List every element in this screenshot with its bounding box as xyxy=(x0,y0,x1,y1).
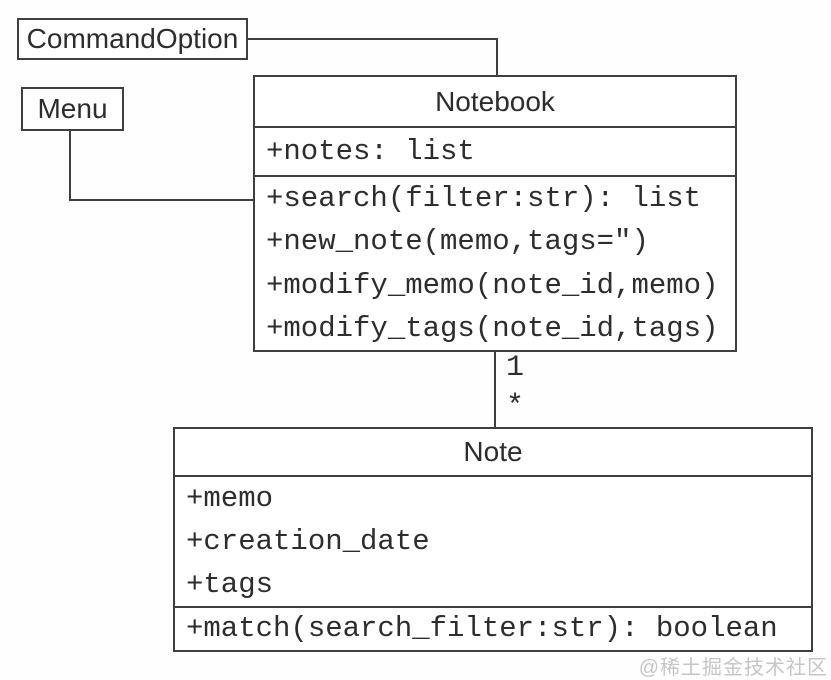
class-name-menu: Menu xyxy=(37,93,108,124)
class-header-note: Note xyxy=(175,429,811,477)
note-method: +match(search_filter:str): boolean xyxy=(186,611,778,645)
connector-menu-notebook-horizontal xyxy=(69,199,255,201)
multiplicity-label-one: 1 xyxy=(506,351,525,385)
notebook-method: +modify_memo(note_id,memo) xyxy=(266,268,719,302)
notebook-methods-section: +search(filter:str): list +new_note(memo… xyxy=(255,177,735,350)
class-name-note: Note xyxy=(463,436,523,467)
note-methods-section: +match(search_filter:str): boolean xyxy=(175,608,811,648)
connector-commandoption-notebook-horizontal xyxy=(248,38,498,40)
connector-commandoption-notebook-vertical xyxy=(496,38,498,77)
notebook-method: +search(filter:str): list xyxy=(266,182,702,216)
connector-notebook-note-vertical xyxy=(494,352,496,427)
class-box-menu: Menu xyxy=(21,87,124,131)
note-attributes-section: +memo +creation_date +tags xyxy=(175,477,811,608)
connector-menu-notebook-vertical xyxy=(69,131,71,201)
notebook-method: +new_note(memo,tags=") xyxy=(266,225,649,259)
note-attribute: +creation_date xyxy=(186,525,430,558)
class-box-commandoption: CommandOption xyxy=(17,18,248,60)
notebook-method: +modify_tags(note_id,tags) xyxy=(266,311,719,345)
class-name-notebook: Notebook xyxy=(435,85,555,117)
note-attribute: +tags xyxy=(186,568,274,601)
class-name-commandoption: CommandOption xyxy=(26,23,239,54)
note-attribute: +memo xyxy=(186,482,274,515)
multiplicity-label-many: * xyxy=(506,390,525,424)
notebook-attributes-section: +notes: list xyxy=(255,128,735,177)
class-box-note: Note +memo +creation_date +tags +match(s… xyxy=(173,427,813,652)
watermark-text: @稀土掘金技术社区 xyxy=(638,657,828,679)
class-box-notebook: Notebook +notes: list +search(filter:str… xyxy=(253,75,737,352)
class-header-notebook: Notebook xyxy=(255,77,735,128)
notebook-attribute: +notes: list xyxy=(266,135,475,168)
